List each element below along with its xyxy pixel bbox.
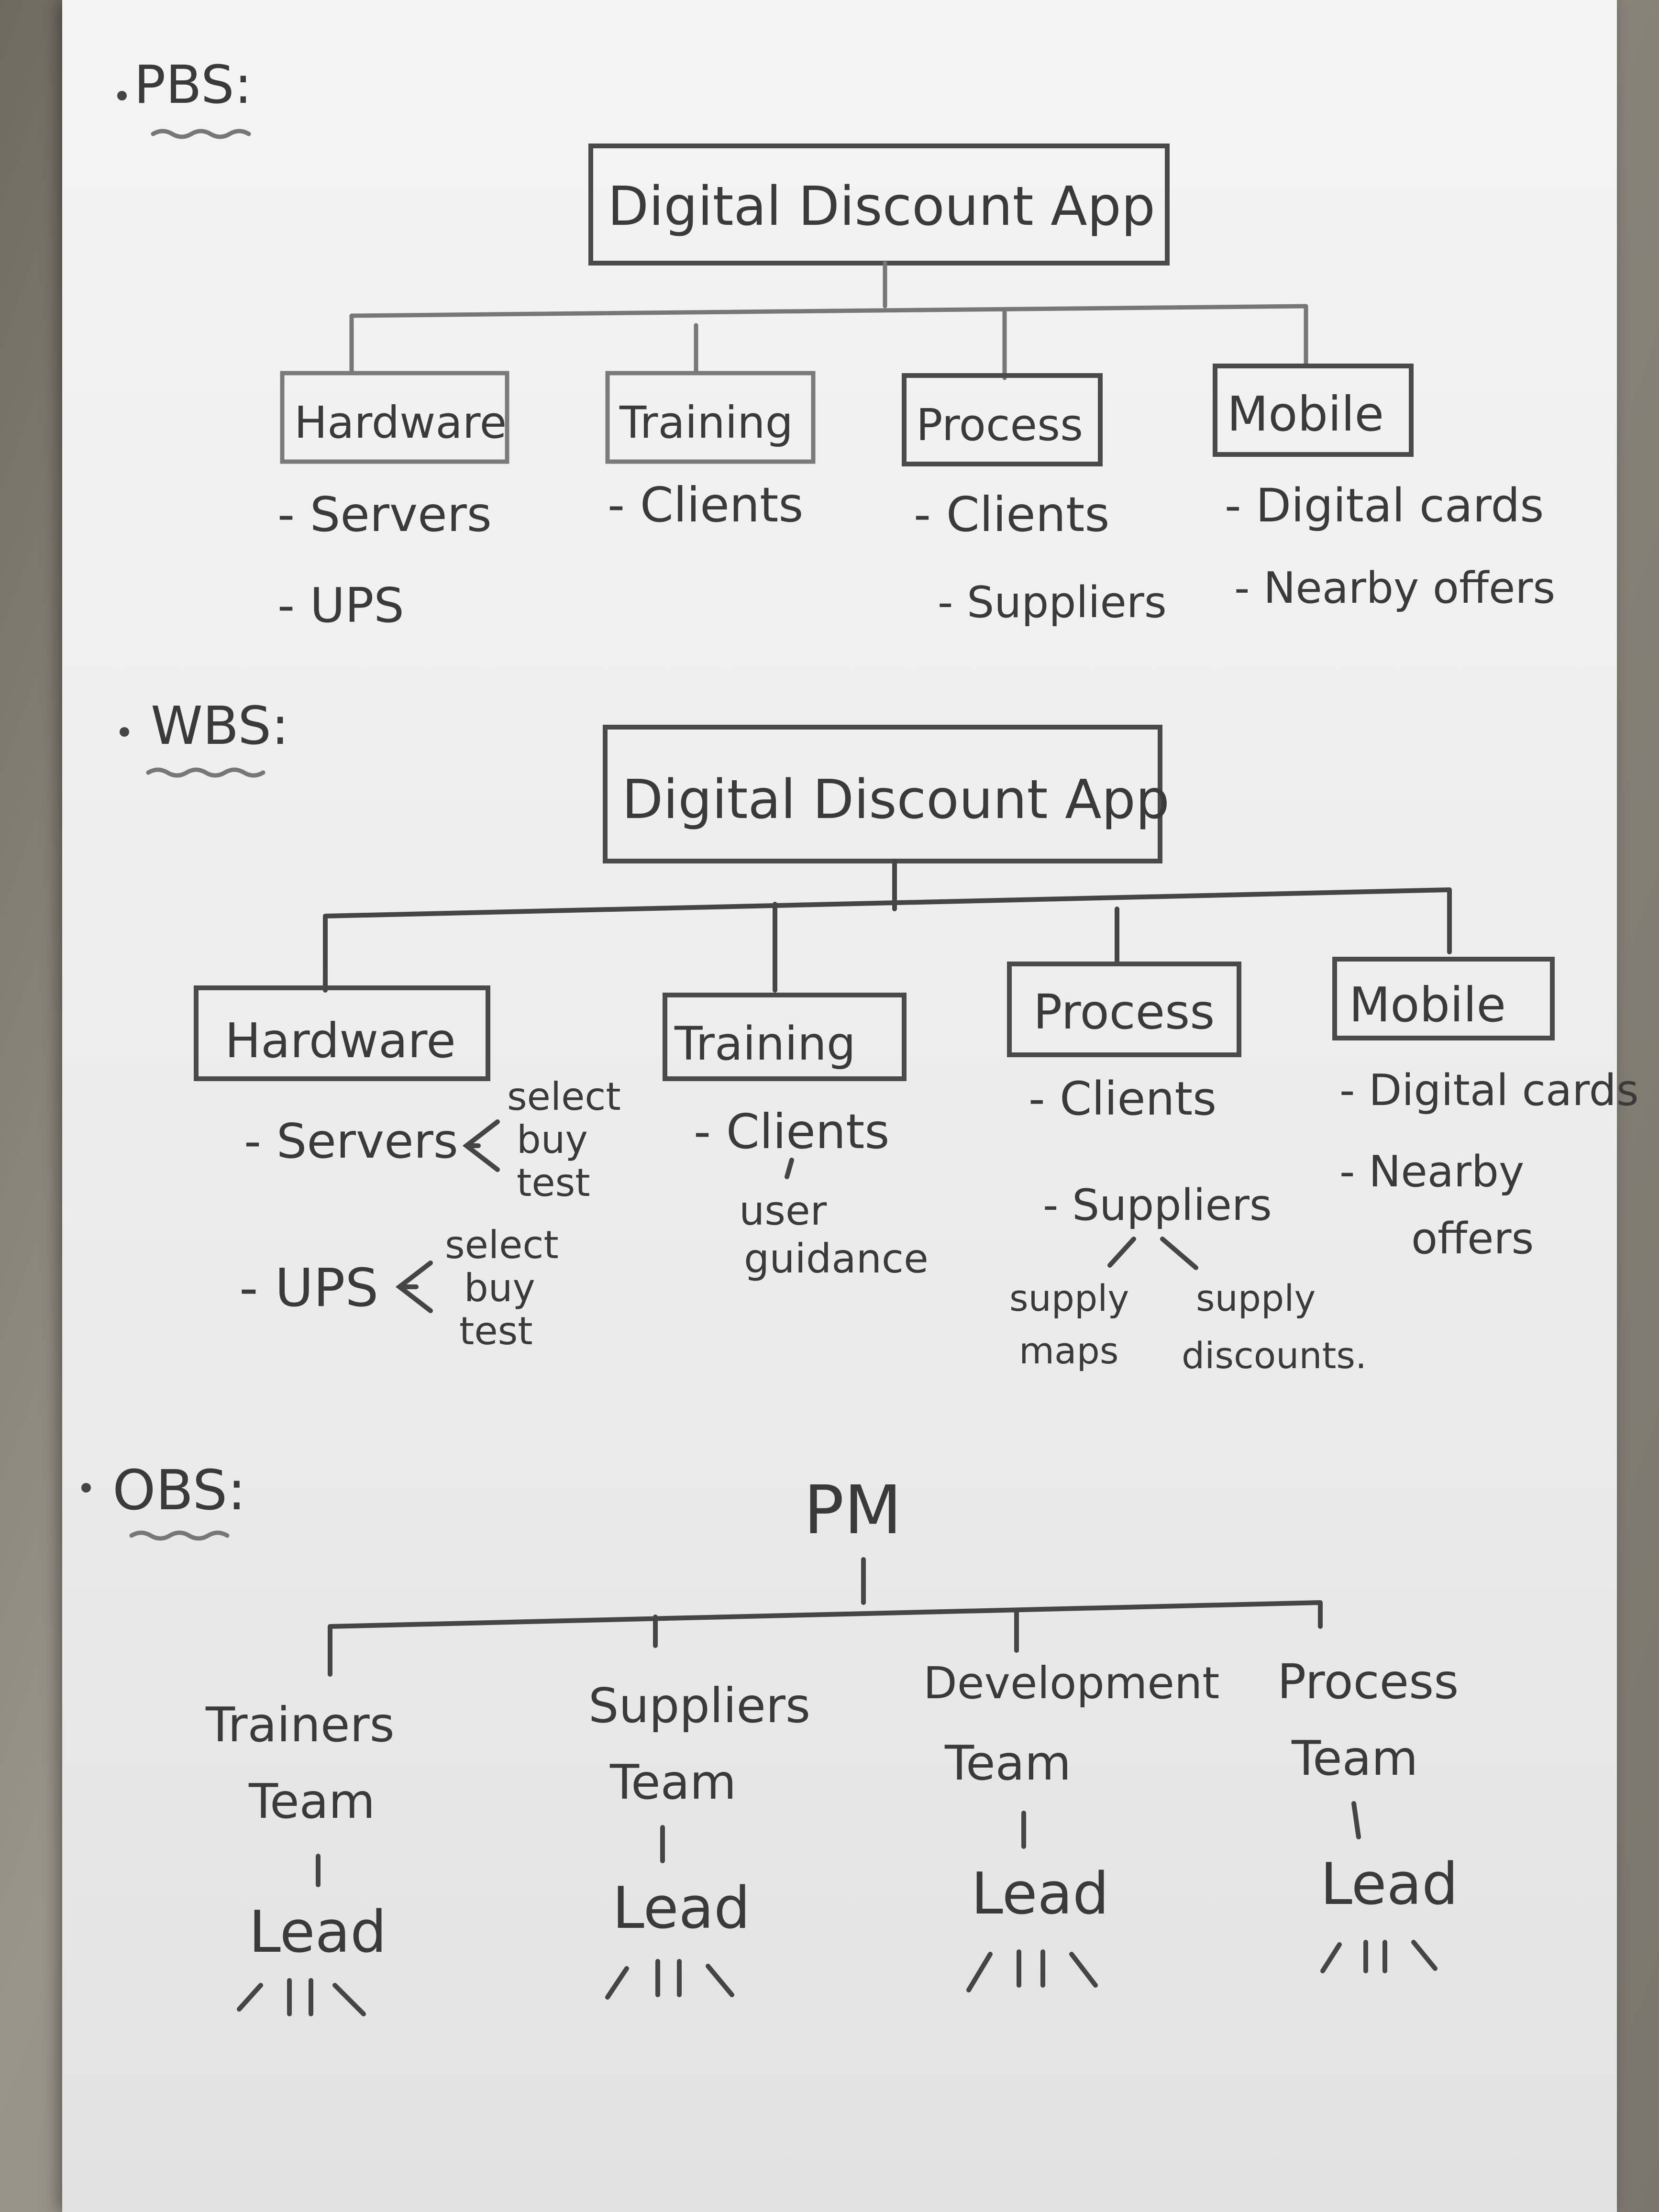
wbs-ups-step-2: buy [464, 1266, 535, 1310]
pbs-process-box [902, 373, 1103, 466]
obs-team-4-members [1320, 1940, 1438, 1973]
pbs-hardware-item-2: - UPS [277, 577, 404, 633]
obs-team-4-line-1: Process [1277, 1654, 1459, 1710]
wbs-root-box [603, 725, 1162, 863]
wbs-process-item-1: - Clients [1029, 1072, 1217, 1126]
wbs-suppliers-connectors [1107, 1237, 1198, 1270]
obs-team-2-members [605, 1959, 734, 2000]
wbs-training-sub-1: user [739, 1187, 827, 1234]
wbs-heading: WBS: [151, 695, 289, 756]
obs-team-2-line-1: Suppliers [588, 1678, 810, 1734]
wbs-hardware-label: Hardware [225, 1013, 456, 1069]
wbs-training-item: - Clients [694, 1104, 889, 1160]
obs-team-3-line-1: Development [923, 1658, 1219, 1709]
pbs-hardware-box [280, 371, 509, 464]
wbs-supply-maps-2: maps [1019, 1329, 1118, 1372]
pbs-training-item-1: - Clients [608, 477, 803, 533]
pbs-underline [151, 129, 251, 139]
wbs-mobile-item-1: - Digital cards [1339, 1065, 1639, 1116]
wbs-training-box [663, 993, 907, 1081]
wbs-training-label: Training [674, 1017, 856, 1071]
wbs-supply-discounts-2: discounts. [1182, 1334, 1367, 1377]
pbs-mobile-box [1213, 364, 1414, 457]
obs-team-1-line-2: Team [248, 1773, 375, 1829]
wbs-mobile-box [1332, 957, 1555, 1040]
obs-team-4-connector [1351, 1801, 1361, 1839]
wbs-servers-brace [462, 1119, 500, 1172]
obs-team-2-line-2: Team [609, 1754, 736, 1810]
wbs-ups-item: - UPS [239, 1257, 378, 1318]
wbs-section: WBS: Digital Discount App Hardware Train… [120, 695, 1639, 1377]
obs-team-2-lead: Lead [612, 1875, 750, 1942]
wbs-servers-item: - Servers [244, 1113, 458, 1169]
obs-team-3-members [966, 1949, 1098, 1992]
wbs-ups-step-1: select [445, 1223, 559, 1267]
wbs-servers-step-1: select [507, 1074, 621, 1119]
obs-bullet [81, 1483, 91, 1493]
obs-team-4-line-2: Team [1291, 1730, 1418, 1786]
pbs-hardware-item-1: - Servers [277, 487, 492, 542]
wbs-underline [146, 767, 265, 778]
wbs-process-item-2: - Suppliers [1043, 1180, 1272, 1230]
pbs-connectors [349, 261, 1308, 380]
pbs-heading: PBS: [134, 54, 252, 115]
obs-underline [129, 1530, 230, 1541]
obs-connectors [328, 1557, 1323, 1677]
wbs-servers-step-3: test [517, 1161, 590, 1205]
wbs-supply-maps-1: supply [1009, 1277, 1129, 1319]
wbs-ups-brace [395, 1261, 433, 1313]
obs-team-4-lead: Lead [1320, 1851, 1458, 1918]
wbs-process-box [1007, 962, 1241, 1057]
wbs-training-connector [785, 1158, 794, 1179]
wbs-mobile-label: Mobile [1349, 977, 1506, 1033]
obs-heading: OBS: [112, 1459, 246, 1523]
wbs-process-label: Process [1033, 984, 1215, 1040]
obs-team-3-lead: Lead [971, 1861, 1109, 1927]
wbs-mobile-item-3: offers [1411, 1214, 1534, 1264]
wbs-root: Digital Discount App [622, 769, 1170, 831]
wbs-ups-step-3: test [459, 1309, 533, 1353]
wbs-servers-step-2: buy [517, 1117, 588, 1162]
pbs-hardware-label: Hardware [294, 397, 507, 448]
pbs-training-box [605, 371, 816, 464]
wbs-connectors [323, 859, 1452, 993]
obs-team-1-line-1: Trainers [205, 1697, 395, 1753]
obs-root: PM [804, 1471, 902, 1549]
pbs-mobile-item-2: - Nearby offers [1234, 563, 1555, 613]
pbs-mobile-item-1: - Digital cards [1225, 479, 1544, 532]
wbs-training-sub-2: guidance [744, 1235, 929, 1282]
pbs-mobile-label: Mobile [1227, 386, 1384, 442]
obs-team-1-members [237, 1978, 366, 2016]
pbs-process-item-2: - Suppliers [938, 577, 1167, 628]
pbs-bullet [117, 91, 127, 100]
obs-section: OBS: PM Trainers Team Lead Suppliers Tea… [81, 1459, 1459, 2016]
wbs-supply-discounts-1: supply [1196, 1277, 1316, 1319]
notebook-page [62, 0, 1617, 2212]
pbs-process-label: Process [916, 399, 1083, 451]
pbs-training-label: Training [619, 397, 793, 448]
pbs-root: Digital Discount App [608, 176, 1155, 238]
obs-team-3-line-2: Team [944, 1735, 1071, 1791]
wbs-hardware-box [194, 985, 490, 1081]
pbs-process-item-1: - Clients [914, 487, 1109, 542]
obs-team-1-lead: Lead [249, 1899, 387, 1966]
pbs-root-box [588, 144, 1170, 265]
wbs-mobile-item-2: - Nearby [1339, 1147, 1524, 1197]
pbs-section: PBS: Digital Discount App Hardware Train… [117, 54, 1555, 633]
wbs-bullet [120, 727, 129, 737]
